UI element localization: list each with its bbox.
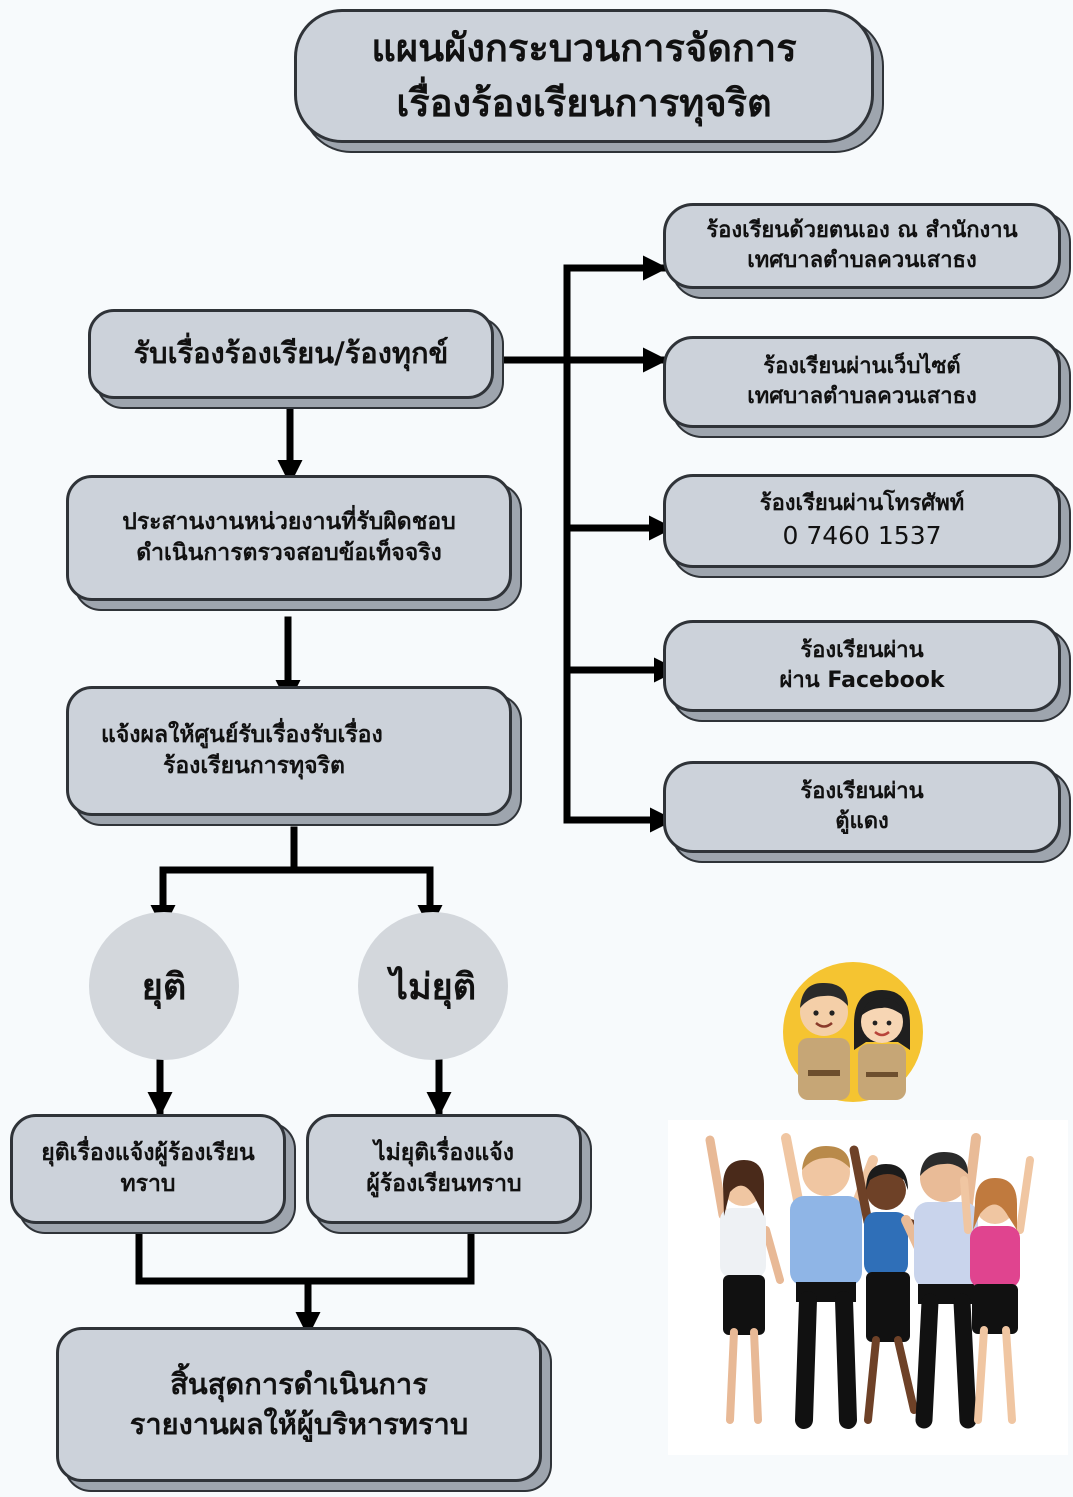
channel-1-line-2: เทศบาลตำบลควนเสาธง — [747, 248, 977, 273]
decision-not-stop: ไม่ยุติ — [358, 912, 508, 1060]
channel-5-line-2: ตู้แดง — [835, 809, 889, 834]
officers-illustration — [783, 962, 923, 1102]
channel-in-person: ร้องเรียนด้วยตนเอง ณ สำนักงาน เทศบาลตำบล… — [663, 203, 1061, 289]
channel-5-line-1: ร้องเรียนผ่าน — [800, 779, 924, 805]
channel-3-line-2: 0 7460 1537 — [782, 520, 942, 550]
step-notify-line-1: แจ้งผลให้ศูนย์รับเรื่องรับเรื่อง — [101, 721, 383, 748]
title-line-1: แผนผังกระบวนการจัดการ — [371, 25, 797, 70]
step-end-report: สิ้นสุดการดำเนินการ รายงานผลให้ผู้บริหาร… — [56, 1327, 542, 1482]
outcome-stop: ยุติเรื่องแจ้งผู้ร้องเรียน ทราบ — [10, 1114, 286, 1224]
step-coordinate-line-2: ดำเนินการตรวจสอบข้อเท็จจริง — [136, 540, 442, 566]
person-5 — [960, 1156, 1034, 1424]
step-end-line-1: สิ้นสุดการดำเนินการ — [170, 1367, 428, 1402]
person-4 — [901, 1133, 981, 1429]
channel-4-line-1: ร้องเรียนผ่าน — [800, 638, 924, 664]
channel-1-line-1: ร้องเรียนด้วยตนเอง ณ สำนักงาน — [706, 218, 1018, 244]
flowchart-title: แผนผังกระบวนการจัดการ เรื่องร้องเรียนการ… — [294, 9, 874, 143]
outcome-stop-line-1: ยุติเรื่องแจ้งผู้ร้องเรียน — [41, 1139, 255, 1166]
channel-phone: ร้องเรียนผ่านโทรศัพท์ 0 7460 1537 — [663, 474, 1061, 568]
step-receive-label: รับเรื่องร้องเรียน/ร้องทุกข์ — [133, 336, 449, 371]
title-line-2: เรื่องร้องเรียนการทุจริต — [396, 81, 772, 125]
outcome-not-stop-line-2: ผู้ร้องเรียนทราบ — [366, 1171, 522, 1197]
person-3 — [849, 1145, 935, 1424]
channel-2-line-1: ร้องเรียนผ่านเว็บไซต์ — [763, 354, 961, 380]
step-coordinate-line-1: ประสานงานหน่วยงานที่รับผิดชอบ — [122, 508, 456, 535]
channel-2-line-2: เทศบาลตำบลควนเสาธง — [747, 384, 977, 409]
outcome-not-stop: ไม่ยุติเรื่องแจ้ง ผู้ร้องเรียนทราบ — [306, 1114, 582, 1224]
channel-facebook: ร้องเรียนผ่าน ผ่าน Facebook — [663, 620, 1061, 712]
step-notify-line-2: ร้องเรียนการทุจริต — [163, 753, 345, 779]
person-2 — [781, 1133, 878, 1429]
person-1 — [705, 1135, 784, 1424]
outcome-not-stop-line-1: ไม่ยุติเรื่องแจ้ง — [374, 1139, 514, 1166]
outcome-stop-line-2: ทราบ — [120, 1171, 176, 1197]
channel-3-line-1: ร้องเรียนผ่านโทรศัพท์ — [759, 491, 965, 517]
celebrating-people-illustration — [668, 1120, 1068, 1455]
step-notify-center: แจ้งผลให้ศูนย์รับเรื่องรับเรื่อง ร้องเรี… — [66, 686, 512, 816]
decision-stop: ยุติ — [89, 912, 239, 1060]
channel-4-line-2: ผ่าน Facebook — [779, 668, 945, 693]
channel-website: ร้องเรียนผ่านเว็บไซต์ เทศบาลตำบลควนเสาธง — [663, 336, 1061, 428]
channel-red-box: ร้องเรียนผ่าน ตู้แดง — [663, 761, 1061, 853]
decision-not-stop-label: ไม่ยุติ — [389, 966, 477, 1008]
step-coordinate-agency: ประสานงานหน่วยงานที่รับผิดชอบ ดำเนินการต… — [66, 475, 512, 601]
step-receive-complaint: รับเรื่องร้องเรียน/ร้องทุกข์ — [88, 309, 494, 399]
step-end-line-2: รายงานผลให้ผู้บริหารทราบ — [129, 1406, 469, 1441]
decision-stop-label: ยุติ — [141, 966, 187, 1008]
